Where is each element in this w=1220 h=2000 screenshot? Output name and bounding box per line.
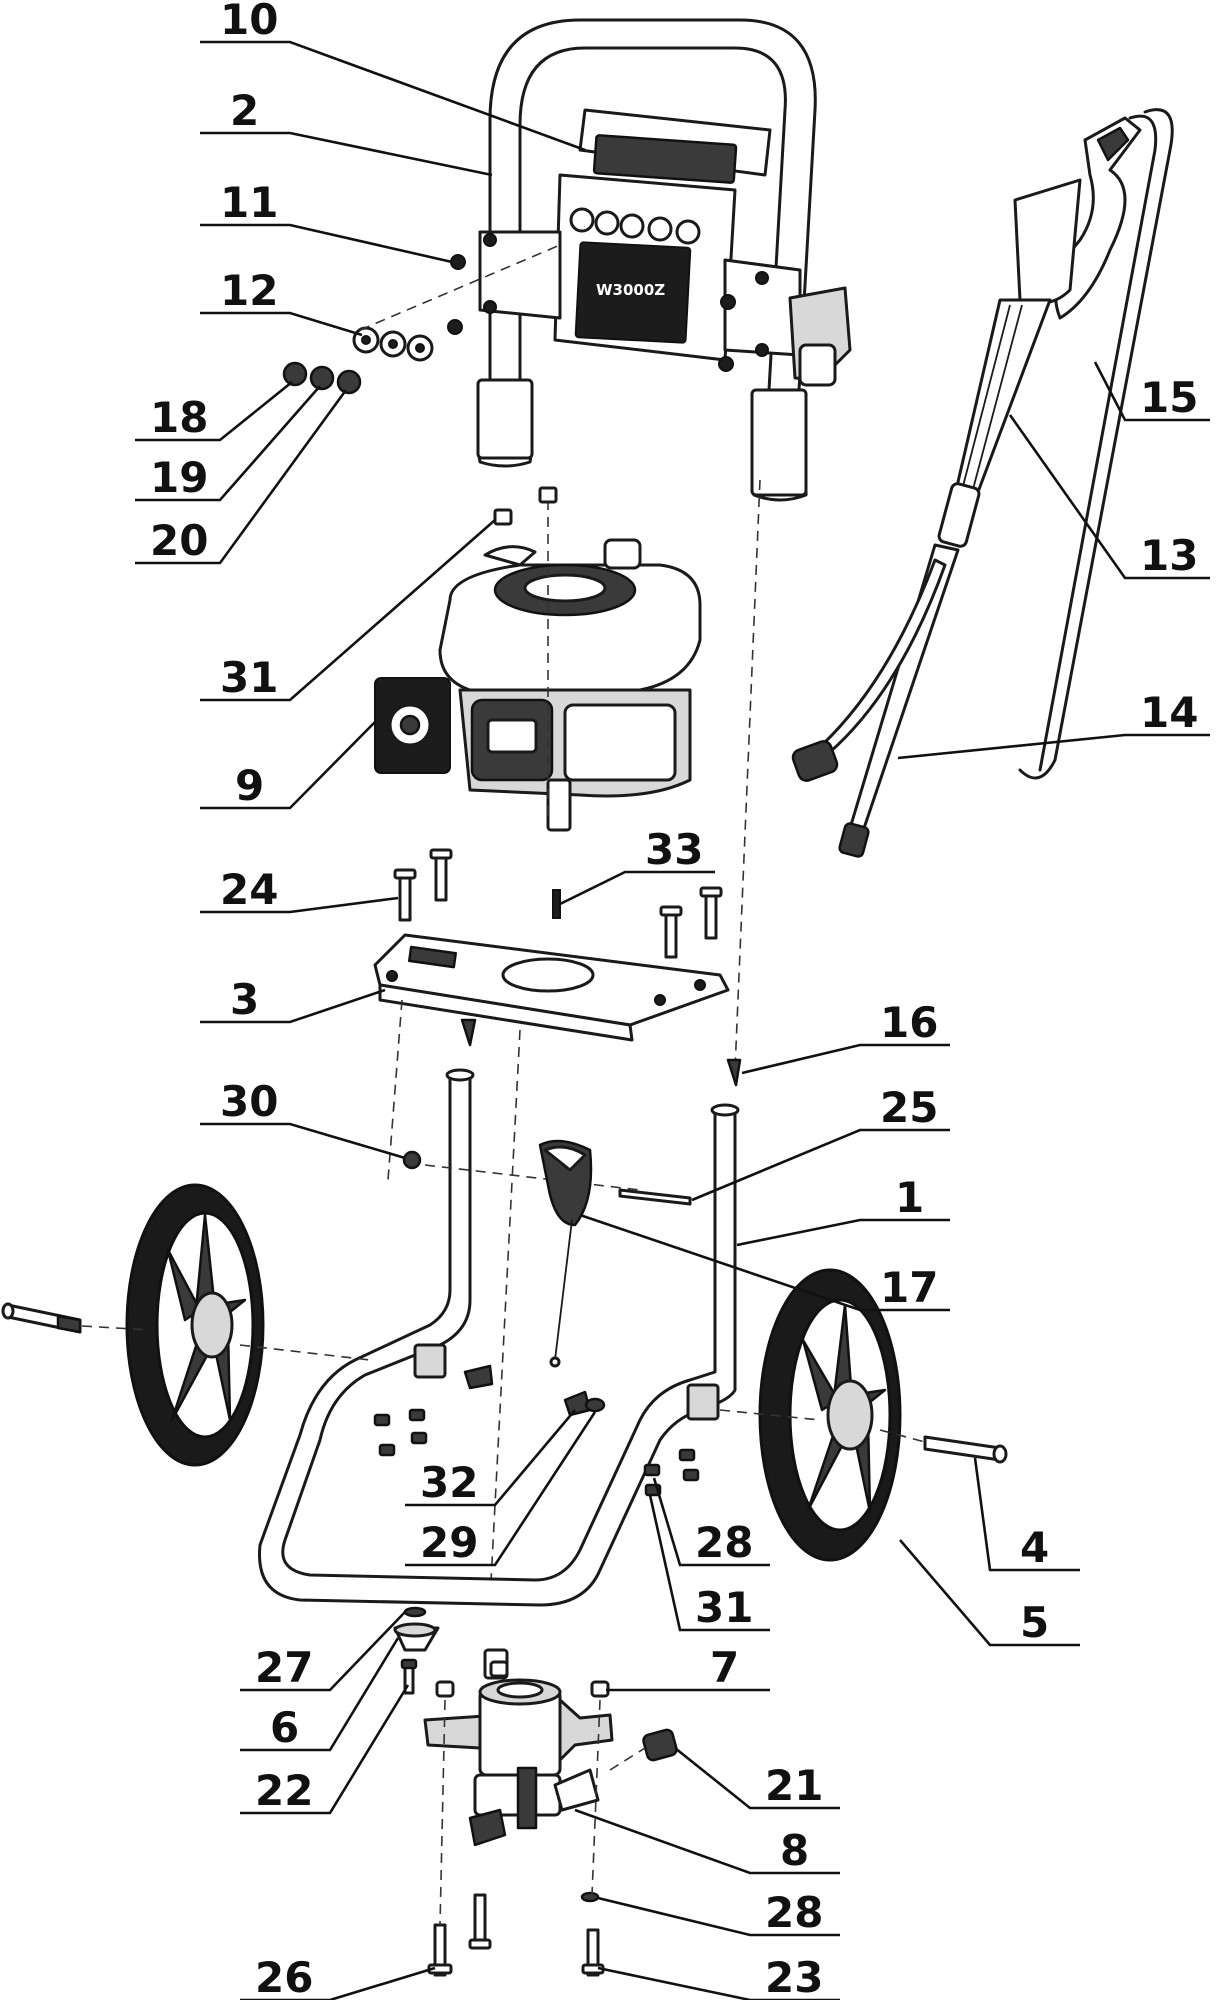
callout-28-upper: 28 bbox=[695, 1518, 753, 1567]
callout-20: 20 bbox=[150, 516, 208, 565]
panel-model-text: W3000Z bbox=[596, 281, 665, 299]
callout-18: 18 bbox=[150, 393, 208, 442]
control-panel: W3000Z bbox=[478, 108, 852, 387]
spray-gun-wand-hose bbox=[791, 108, 1174, 858]
callout-2: 2 bbox=[230, 86, 259, 135]
lever-with-rod bbox=[538, 1139, 593, 1368]
wheel-right bbox=[758, 1268, 902, 1562]
engine-base-plate bbox=[373, 479, 761, 1601]
callout-numbers: 10 2 11 12 18 19 20 15 13 14 31 9 33 24 … bbox=[150, 0, 1198, 2000]
callout-1: 1 bbox=[895, 1173, 924, 1222]
callout-28-lower: 28 bbox=[765, 1888, 823, 1937]
callout-27: 27 bbox=[255, 1643, 313, 1692]
callout-26: 26 bbox=[255, 1953, 313, 2000]
washers-nuts-cluster bbox=[282, 244, 736, 395]
callout-15: 15 bbox=[1140, 373, 1198, 422]
callout-leaders bbox=[135, 40, 1210, 2000]
callout-32: 32 bbox=[420, 1458, 478, 1507]
axle-pins bbox=[1, 1302, 1008, 1464]
frame-nuts bbox=[373, 1408, 700, 1497]
callout-12: 12 bbox=[220, 266, 278, 315]
callout-5: 5 bbox=[1020, 1598, 1049, 1647]
pump-assembly bbox=[423, 1648, 614, 1847]
callout-9: 9 bbox=[235, 761, 264, 810]
callout-21: 21 bbox=[765, 1761, 823, 1810]
engine-assembly bbox=[374, 500, 702, 832]
callout-7: 7 bbox=[710, 1643, 739, 1692]
callout-19: 19 bbox=[150, 453, 208, 502]
small-clips bbox=[463, 1364, 606, 1417]
callout-30: 30 bbox=[220, 1077, 278, 1126]
callout-14: 14 bbox=[1140, 688, 1198, 737]
pump-fasteners bbox=[393, 1606, 678, 1977]
callout-6: 6 bbox=[270, 1703, 299, 1752]
callout-8: 8 bbox=[780, 1826, 809, 1875]
callout-4: 4 bbox=[1020, 1523, 1049, 1572]
wheel-left bbox=[125, 1183, 265, 1467]
callout-33: 33 bbox=[645, 825, 703, 874]
callout-13: 13 bbox=[1140, 531, 1198, 580]
callout-31-top: 31 bbox=[220, 653, 278, 702]
callout-16: 16 bbox=[880, 998, 938, 1047]
engine-top-bolts bbox=[493, 486, 558, 526]
callout-11: 11 bbox=[220, 178, 278, 227]
callout-22: 22 bbox=[255, 1766, 313, 1815]
callout-10: 10 bbox=[220, 0, 278, 44]
cart-frame bbox=[258, 1018, 742, 1607]
callout-29: 29 bbox=[420, 1518, 478, 1567]
callout-25: 25 bbox=[880, 1083, 938, 1132]
callout-17: 17 bbox=[880, 1263, 938, 1312]
callout-31-lower: 31 bbox=[695, 1583, 753, 1632]
callout-23: 23 bbox=[765, 1953, 823, 2000]
callout-3: 3 bbox=[230, 975, 259, 1024]
callout-24: 24 bbox=[220, 865, 278, 914]
